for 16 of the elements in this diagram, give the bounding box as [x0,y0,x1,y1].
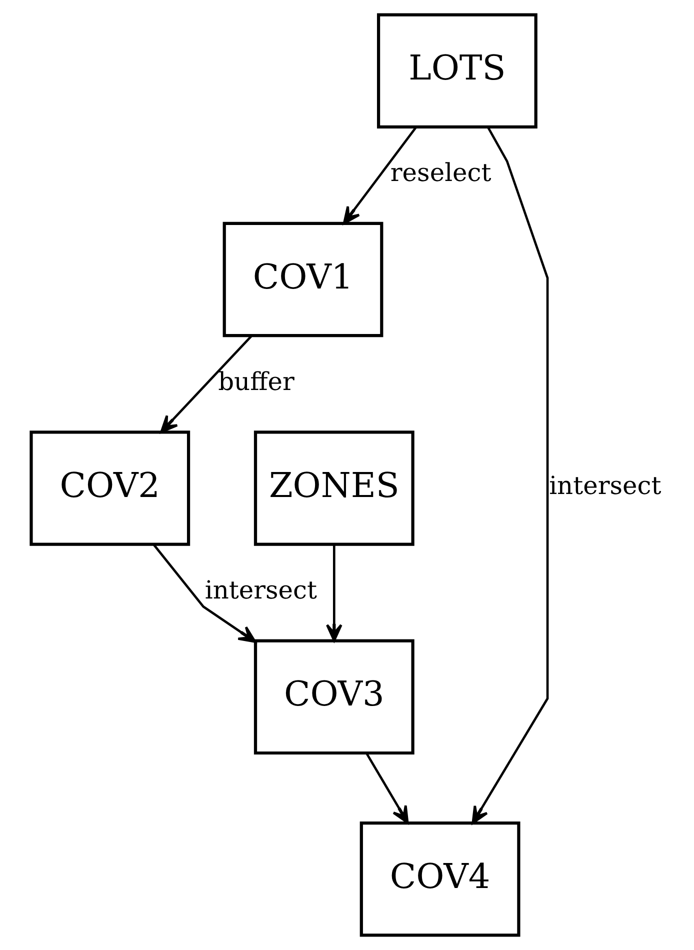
node-box: COV3 [254,639,414,755]
node-box: COV4 [360,822,520,937]
edge-label: intersect [549,471,662,500]
arrow [472,126,549,824]
arrow [366,752,409,824]
node-box: LOTS [376,13,538,128]
edge-label: reselect [390,158,492,188]
arrow [326,544,342,642]
node-box: COV2 [30,430,190,546]
edge-label: intersect [204,576,318,605]
node-box: COV1 [222,222,384,338]
arrow [160,334,253,434]
node-box: ZONES [254,430,414,546]
arrow [342,126,418,224]
arrow [152,544,256,643]
edge-label: buffer [218,366,294,396]
